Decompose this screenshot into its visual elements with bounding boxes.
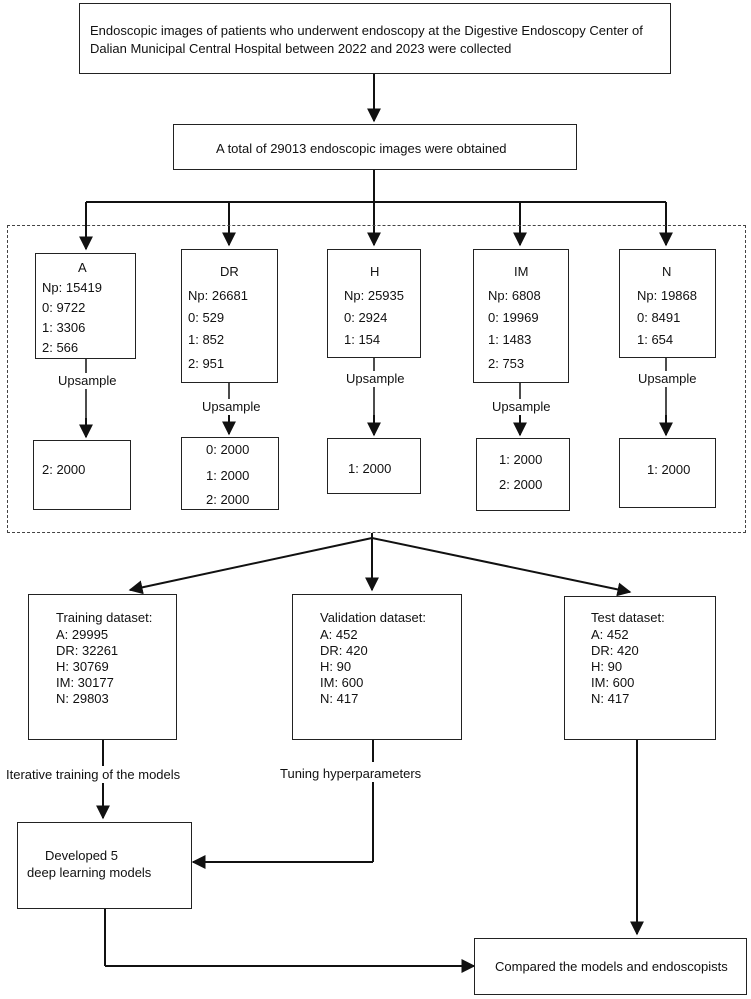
categories-group	[7, 225, 746, 533]
tuning-label: Tuning hyperparameters	[280, 766, 422, 782]
category-line: 0: 8491	[637, 310, 681, 325]
dataset-line: N: 29803	[56, 691, 109, 706]
category-title: H	[370, 264, 380, 279]
dataset-line: H: 90	[591, 659, 623, 674]
dataset-title: Test dataset:	[591, 610, 665, 625]
category-title: N	[662, 264, 672, 279]
source-line-2: Dalian Municipal Central Hospital betwee…	[90, 41, 512, 56]
dataset-line: IM: 30177	[56, 675, 114, 690]
category-box-DR: DR Np: 26681 0: 529 1: 852 2: 951	[181, 249, 278, 383]
upsample-label-A: Upsample	[58, 373, 117, 389]
category-line: 1: 154	[344, 332, 381, 347]
training-label: Iterative training of the models	[6, 767, 181, 783]
upsampled-box-H: 1: 2000	[327, 438, 421, 494]
dataset-line: DR: 420	[591, 643, 639, 658]
category-line: Np: 25935	[344, 288, 404, 303]
dataset-line: A: 452	[320, 627, 358, 642]
dataset-line: DR: 32261	[56, 643, 119, 658]
models-line-2: deep learning models	[27, 865, 152, 880]
category-line: 1: 852	[188, 332, 225, 347]
arrow-to-training	[128, 537, 373, 595]
category-box-IM: IM Np: 6808 0: 19969 1: 1483 2: 753	[473, 249, 569, 383]
category-box-A: A Np: 15419 0: 9722 1: 3306 2: 566	[35, 253, 136, 359]
category-line: 0: 2924	[344, 310, 388, 325]
category-line: 0: 9722	[42, 300, 86, 315]
dataset-line: A: 29995	[56, 627, 109, 642]
models-box: Developed 5 deep learning models	[17, 822, 192, 909]
upsampled-box-IM: 1: 2000 2: 2000	[476, 438, 570, 511]
category-line: 1: 3306	[42, 320, 86, 335]
category-line: 2: 753	[488, 356, 525, 371]
upsampled-value: 1: 2000	[499, 452, 543, 467]
training-dataset-box: Training dataset: A: 29995 DR: 32261 H: …	[28, 594, 177, 740]
dataset-line: N: 417	[320, 691, 359, 706]
upsampled-value: 2: 2000	[42, 462, 86, 477]
dataset-line: N: 417	[591, 691, 630, 706]
upsampled-value: 1: 2000	[348, 461, 392, 476]
source-line-1: Endoscopic images of patients who underw…	[90, 23, 643, 38]
category-box-H: H Np: 25935 0: 2924 1: 154	[327, 249, 421, 358]
upsample-label-IM: Upsample	[492, 399, 551, 415]
category-line: Np: 19868	[637, 288, 697, 303]
category-line: Np: 15419	[42, 280, 102, 295]
category-line: Np: 6808	[488, 288, 541, 303]
models-line-1: Developed 5	[45, 848, 118, 863]
category-line: 0: 19969	[488, 310, 539, 325]
category-line: 1: 1483	[488, 332, 532, 347]
dataset-line: IM: 600	[320, 675, 364, 690]
category-title: IM	[514, 264, 529, 279]
upsample-label-N: Upsample	[638, 371, 697, 387]
dataset-line: DR: 420	[320, 643, 368, 658]
upsampled-value: 0: 2000	[206, 442, 250, 457]
category-line: 1: 654	[637, 332, 674, 347]
category-box-N: N Np: 19868 0: 8491 1: 654	[619, 249, 716, 358]
validation-dataset-box: Validation dataset: A: 452 DR: 420 H: 90…	[292, 594, 462, 740]
arrow-to-test	[371, 537, 632, 597]
upsample-label-DR: Upsample	[202, 399, 261, 415]
category-line: 0: 529	[188, 310, 225, 325]
category-line: Np: 26681	[188, 288, 248, 303]
compare-box: Compared the models and endoscopists	[474, 938, 747, 995]
dataset-line: A: 452	[591, 627, 629, 642]
dataset-line: IM: 600	[591, 675, 635, 690]
upsampled-value: 2: 2000	[499, 477, 543, 492]
upsampled-box-DR: 0: 2000 1: 2000 2: 2000	[181, 437, 279, 510]
dataset-title: Validation dataset:	[320, 610, 426, 625]
category-title: DR	[220, 264, 239, 279]
total-images-text: A total of 29013 endoscopic images were …	[216, 141, 507, 156]
category-line: 2: 566	[42, 340, 79, 355]
dataset-line: H: 90	[320, 659, 352, 674]
category-line: 2: 951	[188, 356, 225, 371]
test-dataset-box: Test dataset: A: 452 DR: 420 H: 90 IM: 6…	[564, 596, 716, 740]
dataset-line: H: 30769	[56, 659, 109, 674]
dataset-title: Training dataset:	[56, 610, 153, 625]
source-box: Endoscopic images of patients who underw…	[79, 3, 671, 74]
upsampled-value: 1: 2000	[647, 462, 691, 477]
upsampled-box-N: 1: 2000	[619, 438, 716, 508]
upsampled-value: 2: 2000	[206, 492, 250, 507]
compare-text: Compared the models and endoscopists	[495, 959, 728, 974]
upsampled-box-A: 2: 2000	[33, 440, 131, 510]
upsampled-value: 1: 2000	[206, 468, 250, 483]
category-title: A	[78, 260, 87, 275]
upsample-label-H: Upsample	[346, 371, 405, 387]
total-images-box: A total of 29013 endoscopic images were …	[173, 124, 577, 170]
